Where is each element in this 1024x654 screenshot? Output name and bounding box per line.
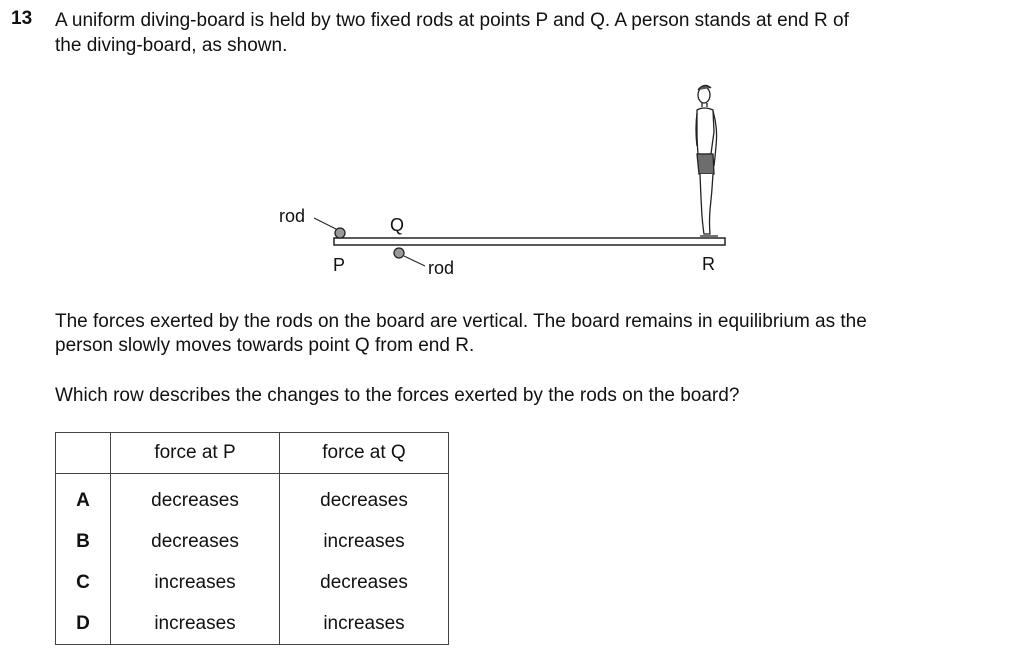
table-header-row: force at P force at Q [55, 432, 449, 474]
point-p-label: P [333, 255, 345, 275]
force-q-cell: decreases [279, 562, 449, 603]
rod-right-leader [403, 255, 426, 267]
header-force-p: force at P [110, 432, 280, 474]
question-intro-line1: A uniform diving-board is held by two fi… [55, 10, 849, 31]
option-letter: C [55, 562, 111, 603]
diving-board-diagram: rod Q P rod R [279, 84, 726, 278]
rod-p-circle [334, 227, 346, 239]
point-r-label: R [702, 254, 715, 274]
force-q-cell: decreases [279, 473, 449, 521]
answer-table: force at P force at Q A decreases decrea… [55, 432, 449, 645]
force-q-cell: increases [279, 603, 449, 645]
rod-q-circle [393, 247, 405, 259]
header-force-q: force at Q [279, 432, 449, 474]
question-prompt: Which row describes the changes to the f… [55, 385, 740, 406]
option-letter: A [55, 473, 111, 521]
option-letter: D [55, 603, 111, 645]
force-q-cell: increases [279, 521, 449, 562]
header-blank [55, 432, 111, 474]
force-p-cell: decreases [110, 473, 280, 521]
rod-left-leader [313, 217, 337, 230]
rod-left-label: rod [279, 206, 305, 226]
force-p-cell: increases [110, 562, 280, 603]
question-intro-line2: the diving-board, as shown. [55, 35, 288, 56]
diving-board [333, 237, 726, 246]
question-body-line1: The forces exerted by the rods on the bo… [55, 311, 867, 332]
question-number: 13 [11, 8, 33, 29]
rod-right-label: rod [428, 258, 454, 278]
table-row[interactable]: C increases decreases [55, 562, 449, 603]
force-p-cell: decreases [110, 521, 280, 562]
table-row[interactable]: D increases increases [55, 603, 449, 645]
person-figure [695, 84, 718, 237]
option-letter: B [55, 521, 111, 562]
table-row[interactable]: A decreases decreases [55, 473, 449, 521]
table-row[interactable]: B decreases increases [55, 521, 449, 562]
force-p-cell: increases [110, 603, 280, 645]
question-body-line2: person slowly moves towards point Q from… [55, 335, 475, 356]
point-q-label: Q [390, 215, 404, 235]
